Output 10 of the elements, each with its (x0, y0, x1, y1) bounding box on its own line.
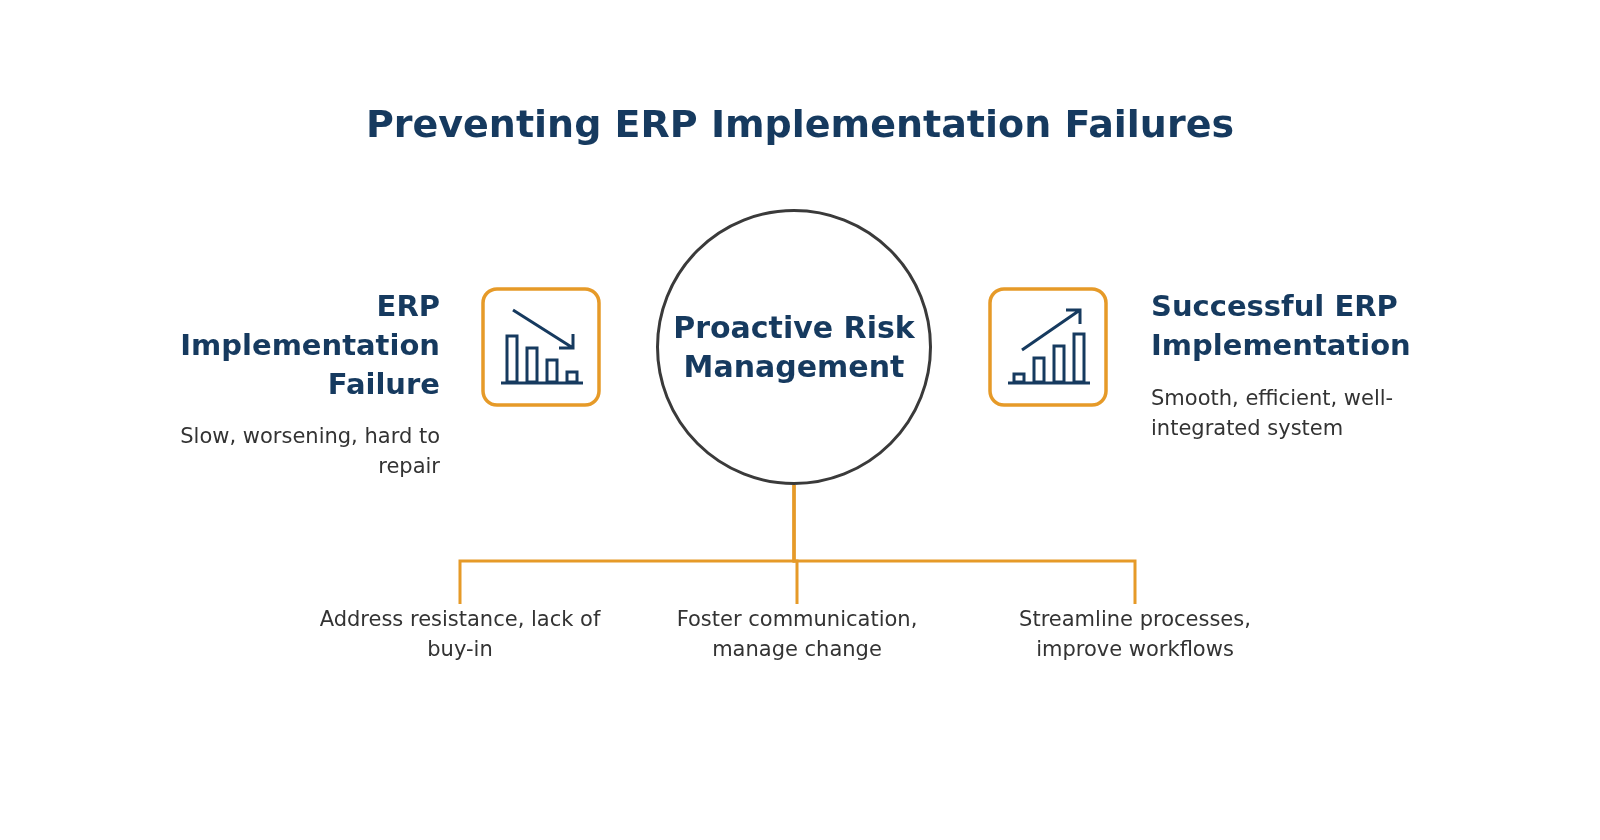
node-title: Proactive Risk Management (672, 309, 916, 386)
connector-line (792, 485, 1137, 604)
heading: ERP Implementation Failure (179, 288, 440, 403)
node-text: Address resistance, lack of buy-in (310, 604, 610, 668)
description: Slow, worsening, hard to repair (179, 423, 440, 480)
heading: Successful ERP Implementation (1151, 288, 1412, 364)
description: Smooth, efficient, well-integrated system (1151, 385, 1395, 442)
title: Preventing ERP Implementation Failures (364, 102, 1236, 146)
node-text: Streamline processes, improve workflows (985, 604, 1285, 668)
node-text: Foster communication, manage change (647, 604, 947, 668)
